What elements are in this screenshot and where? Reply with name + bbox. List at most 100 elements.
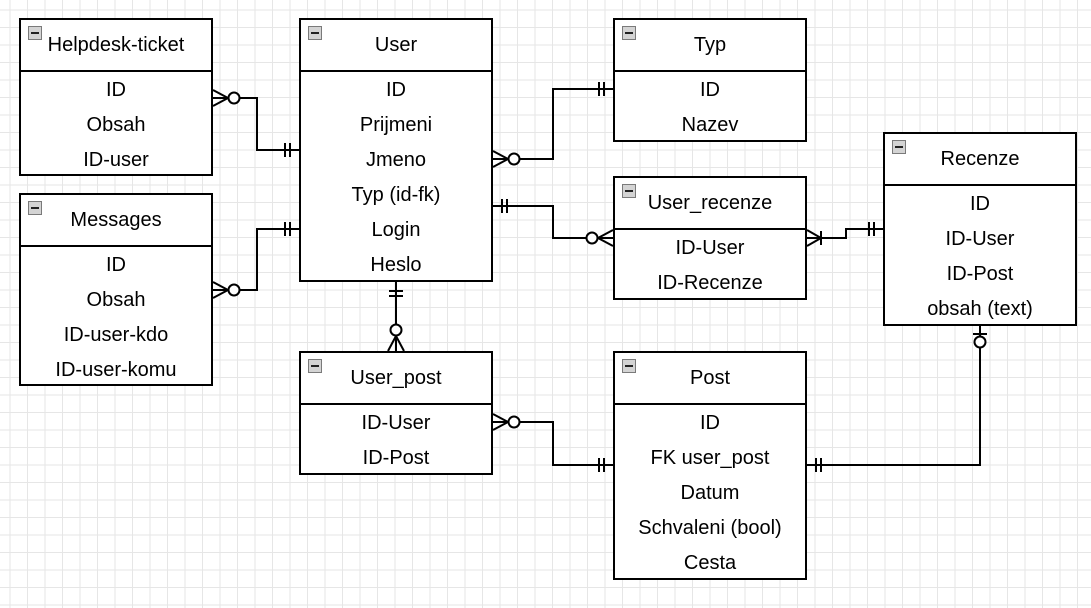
collapse-minus-icon[interactable]: [308, 359, 322, 373]
cardinality-exactly-one-marker: [598, 458, 605, 472]
entity-title: Messages: [70, 208, 162, 231]
relationship-line-post-recenze: [807, 326, 981, 466]
crow-foot-mark: [492, 150, 509, 160]
crow-foot-mark: [597, 229, 614, 239]
crow-foot-mark: [395, 335, 405, 352]
entity-messages[interactable]: Messages ID Obsah ID-user-kdo ID-user-ko…: [19, 193, 213, 386]
entity-field: ID-user: [83, 149, 149, 171]
cardinality-zero-or-one-marker: [973, 333, 987, 349]
entity-field: ID: [106, 79, 126, 101]
crow-foot-mark: [212, 289, 229, 299]
zero-circle-mark: [389, 323, 403, 337]
crow-foot-mark: [212, 97, 229, 107]
zero-circle-mark: [227, 91, 241, 105]
entity-title: Typ: [693, 33, 727, 56]
entity-user-post[interactable]: User_post ID-User ID-Post: [299, 351, 493, 475]
entity-title: User: [374, 33, 418, 56]
entity-title: Recenze: [940, 147, 1020, 170]
cardinality-exactly-one-marker: [389, 290, 403, 297]
cardinality-exactly-one-marker: [598, 82, 605, 96]
entity-field: ID: [970, 193, 990, 215]
entity-header[interactable]: Helpdesk-ticket: [21, 20, 211, 72]
entity-field: ID: [386, 79, 406, 101]
crow-foot-mark: [492, 158, 509, 168]
entity-field: Typ (id-fk): [351, 184, 441, 206]
relationship-line-user_post-post: [493, 421, 613, 466]
entity-field: ID-Recenze: [657, 272, 763, 294]
entity-title: User_post: [350, 366, 442, 389]
collapse-minus-icon[interactable]: [892, 140, 906, 154]
entity-header[interactable]: Recenze: [885, 134, 1075, 186]
relationship-line-user-typ: [493, 88, 613, 160]
entity-field: Login: [371, 219, 421, 241]
entity-field: Obsah: [86, 289, 146, 311]
entity-field: ID-user-komu: [55, 359, 177, 381]
entity-header[interactable]: User_recenze: [615, 178, 805, 230]
entity-field: Datum: [680, 482, 740, 504]
crow-foot-mark: [492, 413, 509, 423]
relationship-line-user_recenze-recenze: [807, 228, 883, 239]
zero-circle-mark: [227, 283, 241, 297]
zero-circle-mark: [973, 335, 987, 349]
entity-field: Nazev: [681, 114, 739, 136]
entity-title: User_recenze: [647, 191, 773, 214]
entity-field: ID-user-kdo: [63, 324, 169, 346]
cardinality-zero-or-many-marker: [212, 281, 241, 299]
entity-field: Prijmeni: [359, 114, 433, 136]
crow-foot-mark: [387, 335, 397, 352]
crow-foot-mark: [212, 89, 229, 99]
collapse-minus-icon[interactable]: [622, 184, 636, 198]
entity-field: ID-Post: [362, 447, 430, 469]
zero-circle-mark: [585, 231, 599, 245]
crow-foot-mark: [806, 229, 822, 239]
entity-typ[interactable]: Typ ID Nazev: [613, 18, 807, 142]
cardinality-exactly-one-marker: [501, 199, 508, 213]
cardinality-exactly-one-marker: [868, 222, 875, 236]
entity-user[interactable]: User ID Prijmeni Jmeno Typ (id-fk) Login…: [299, 18, 493, 282]
entity-title: Post: [689, 366, 731, 389]
zero-circle-mark: [507, 415, 521, 429]
entity-field: FK user_post: [650, 447, 770, 469]
entity-title: Helpdesk-ticket: [47, 33, 185, 56]
entity-field: Obsah: [86, 114, 146, 136]
relationship-line-user-user_recenze: [493, 205, 613, 239]
cardinality-exactly-one-marker: [815, 458, 822, 472]
cardinality-zero-or-many-marker: [585, 229, 614, 247]
entity-field: Heslo: [370, 254, 422, 276]
entity-post[interactable]: Post ID FK user_post Datum Schvaleni (bo…: [613, 351, 807, 580]
crow-foot-mark: [806, 237, 822, 247]
entity-field: Schvaleni (bool): [638, 517, 782, 539]
entity-field: ID-Post: [946, 263, 1014, 285]
cardinality-exactly-one-marker: [284, 143, 291, 157]
entity-header[interactable]: Post: [615, 353, 805, 405]
collapse-minus-icon[interactable]: [622, 359, 636, 373]
collapse-minus-icon[interactable]: [28, 201, 42, 215]
entity-helpdesk-ticket[interactable]: Helpdesk-ticket ID Obsah ID-user: [19, 18, 213, 176]
relationship-line-messages-user: [213, 228, 299, 291]
collapse-minus-icon[interactable]: [28, 26, 42, 40]
entity-recenze[interactable]: Recenze ID ID-User ID-Post obsah (text): [883, 132, 1077, 326]
entity-header[interactable]: User: [301, 20, 491, 72]
cardinality-zero-or-many-marker: [387, 323, 405, 352]
entity-header[interactable]: Typ: [615, 20, 805, 72]
entity-field: ID-User: [945, 228, 1015, 250]
entity-header[interactable]: Messages: [21, 195, 211, 247]
entity-field: Cesta: [683, 552, 737, 574]
entity-field: ID: [700, 79, 720, 101]
entity-user-recenze[interactable]: User_recenze ID-User ID-Recenze: [613, 176, 807, 300]
zero-circle-mark: [507, 152, 521, 166]
cardinality-zero-or-many-marker: [492, 150, 521, 168]
relationship-line-helpdesk-user: [213, 97, 299, 151]
crow-foot-mark: [492, 421, 509, 431]
crow-foot-mark: [597, 237, 614, 247]
collapse-minus-icon[interactable]: [622, 26, 636, 40]
crow-foot-mark: [212, 281, 229, 291]
entity-field: ID-User: [361, 412, 431, 434]
cardinality-one-or-many-marker: [806, 229, 822, 247]
collapse-minus-icon[interactable]: [308, 26, 322, 40]
entity-header[interactable]: User_post: [301, 353, 491, 405]
cardinality-exactly-one-marker: [284, 222, 291, 236]
cardinality-zero-or-many-marker: [492, 413, 521, 431]
entity-field: ID: [700, 412, 720, 434]
cardinality-zero-or-many-marker: [212, 89, 241, 107]
